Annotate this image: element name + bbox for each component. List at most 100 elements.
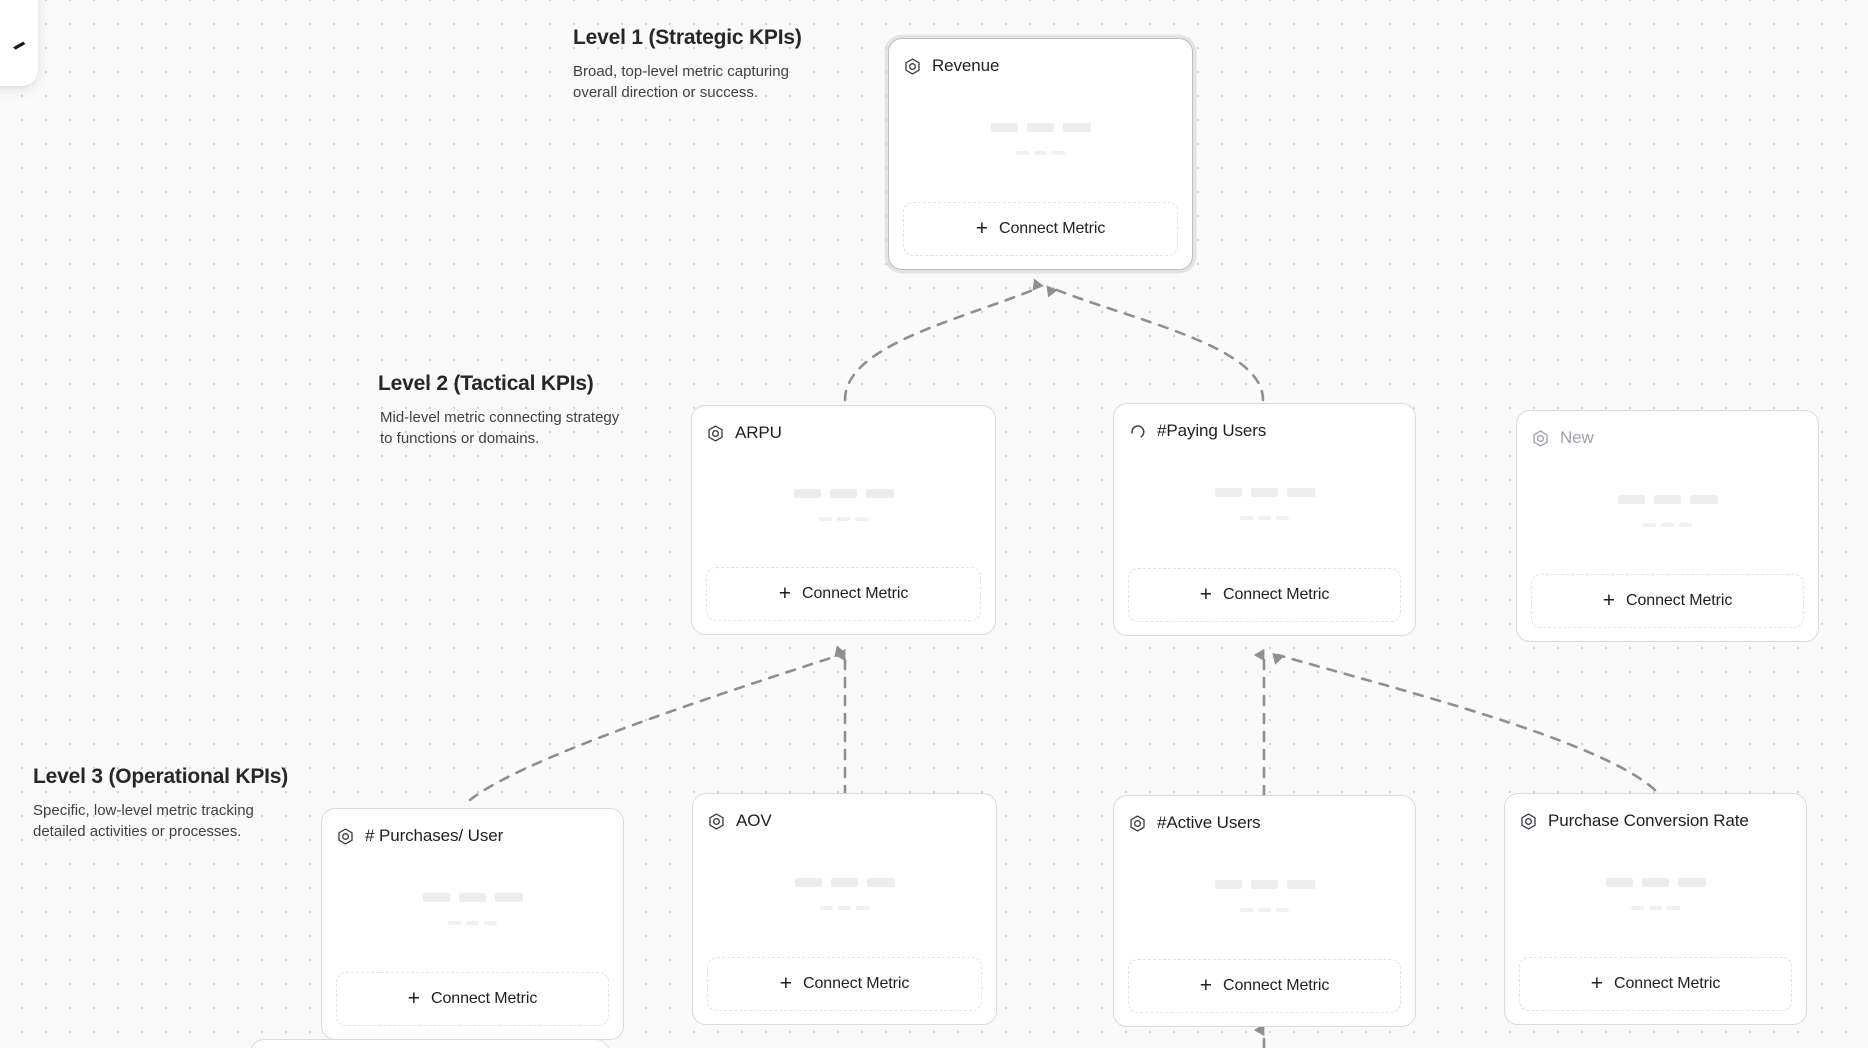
metric-node-paying-users[interactable]: #Paying Users + Connect Metric <box>1113 403 1416 636</box>
skeleton-row-primary <box>794 877 895 887</box>
skeleton-bar <box>1276 907 1289 912</box>
connect-metric-button[interactable]: + Connect Metric <box>336 972 609 1026</box>
node-title: #Paying Users <box>1157 421 1267 440</box>
edge-paying-users-to-revenue <box>1046 285 1265 402</box>
skeleton-row-primary <box>1605 877 1706 887</box>
skeleton-row-secondary <box>1016 150 1065 155</box>
hexagon-metric-icon <box>903 57 922 76</box>
skeleton-row-primary <box>990 122 1091 132</box>
skeleton-bar <box>1649 905 1662 910</box>
skeleton-bar <box>1286 488 1315 497</box>
skeleton-bar <box>865 488 894 498</box>
node-skeleton-body <box>1128 444 1401 568</box>
skeleton-bar <box>820 905 833 910</box>
skeleton-bar <box>1661 522 1674 527</box>
skeleton-bar <box>1605 877 1633 887</box>
skeleton-bar <box>1240 516 1253 520</box>
node-header: #Paying Users <box>1128 418 1401 444</box>
skeleton-row-primary <box>1214 488 1315 497</box>
node-title: AOV <box>736 811 772 830</box>
level-3-description: Specific, low-level metric tracking deta… <box>33 802 254 841</box>
node-header: # Purchases/ User <box>336 823 609 849</box>
skeleton-bar <box>1052 150 1065 155</box>
connect-metric-button[interactable]: + Connect Metric <box>1519 957 1792 1011</box>
skeleton-bar <box>1214 879 1242 889</box>
skeleton-bar <box>458 892 486 902</box>
connect-metric-button[interactable]: + Connect Metric <box>706 567 981 621</box>
skeleton-bar <box>1679 522 1692 527</box>
node-skeleton-body <box>707 834 982 957</box>
plus-icon: + <box>778 581 792 605</box>
skeleton-bar <box>838 905 851 910</box>
skeleton-bar <box>830 877 858 887</box>
node-header: Purchase Conversion Rate <box>1519 808 1792 834</box>
skeleton-bar <box>1641 877 1669 887</box>
skeleton-row-secondary <box>820 905 869 910</box>
skeleton-bar <box>1016 150 1029 155</box>
skeleton-row-primary <box>793 488 894 498</box>
skeleton-bar <box>1286 879 1315 889</box>
skeleton-bar <box>856 905 869 910</box>
skeleton-bar <box>990 122 1018 132</box>
skeleton-bar <box>1062 122 1091 132</box>
hexagon-metric-icon <box>1519 812 1538 831</box>
level-2-label-block: Level 2 (Tactical KPIs) Mid-level metric… <box>378 372 626 450</box>
metric-node-arpu[interactable]: ARPU + Connect Metric <box>691 405 996 635</box>
connect-metric-button[interactable]: + Connect Metric <box>707 957 982 1011</box>
skeleton-bar <box>1258 516 1271 520</box>
plus-icon: + <box>779 971 793 995</box>
plus-icon: + <box>1602 588 1616 612</box>
connect-metric-label: Connect Metric <box>803 975 910 992</box>
connect-metric-button[interactable]: + Connect Metric <box>1128 959 1401 1013</box>
connect-metric-label: Connect Metric <box>1223 586 1330 603</box>
skeleton-row-secondary <box>1631 905 1680 910</box>
plus-icon: + <box>407 986 421 1010</box>
metric-node-purchase-conversion-rate[interactable]: Purchase Conversion Rate + Connect Metri… <box>1504 793 1807 1025</box>
floating-toolbar-panel[interactable] <box>0 0 38 86</box>
level-3-label-block: Level 3 (Operational KPIs) Specific, low… <box>33 765 288 843</box>
node-title: ARPU <box>735 423 782 442</box>
hexagon-metric-icon <box>1531 429 1550 448</box>
connect-metric-label: Connect Metric <box>1626 592 1733 609</box>
connect-metric-button[interactable]: + Connect Metric <box>903 202 1178 256</box>
metric-node-active-users[interactable]: #Active Users + Connect Metric <box>1113 795 1416 1027</box>
skeleton-bar <box>1026 122 1054 132</box>
level-1-label-block: Level 1 (Strategic KPIs) Broad, top-leve… <box>573 26 821 104</box>
hexagon-metric-icon <box>706 424 725 443</box>
level-3-title: Level 3 (Operational KPIs) <box>33 765 289 788</box>
skeleton-bar <box>1034 150 1047 155</box>
skeleton-row-secondary <box>1240 907 1289 912</box>
metric-node-new[interactable]: New + Connect Metric <box>1516 410 1819 642</box>
connect-metric-button[interactable]: + Connect Metric <box>1531 574 1804 628</box>
skeleton-row-secondary <box>448 920 497 925</box>
skeleton-bar <box>1689 494 1718 504</box>
metric-node-purchases-per-user[interactable]: # Purchases/ User + Connect Metric <box>321 808 624 1040</box>
plus-icon: + <box>1199 973 1213 997</box>
skeleton-row-secondary <box>1643 522 1692 527</box>
skeleton-row-primary <box>422 892 523 902</box>
node-header: New <box>1531 425 1804 451</box>
node-header: ARPU <box>706 420 981 446</box>
node-title: #Active Users <box>1157 813 1261 832</box>
node-header: #Active Users <box>1128 810 1401 836</box>
plus-icon: + <box>1590 971 1604 995</box>
skeleton-bar <box>794 877 822 887</box>
connect-metric-label: Connect Metric <box>999 220 1106 237</box>
level-1-title: Level 1 (Strategic KPIs) <box>573 26 802 49</box>
skeleton-bar <box>855 516 868 521</box>
node-skeleton-body <box>1128 836 1401 959</box>
metric-node-offscreen-bottom[interactable] <box>250 1039 610 1048</box>
metric-node-revenue[interactable]: Revenue + Connect Metric <box>888 38 1193 270</box>
hexagon-metric-icon <box>1128 814 1147 833</box>
level-2-description: Mid-level metric connecting strategy to … <box>380 409 620 448</box>
skeleton-bar <box>1250 879 1278 889</box>
node-title: Purchase Conversion Rate <box>1548 811 1749 830</box>
connect-metric-label: Connect Metric <box>802 585 909 602</box>
metric-node-aov[interactable]: AOV + Connect Metric <box>692 793 997 1025</box>
skeleton-bar <box>829 488 857 498</box>
skeleton-bar <box>1276 516 1289 520</box>
skeleton-bar <box>1240 907 1253 912</box>
connect-metric-button[interactable]: + Connect Metric <box>1128 568 1401 622</box>
skeleton-bar <box>837 516 850 521</box>
